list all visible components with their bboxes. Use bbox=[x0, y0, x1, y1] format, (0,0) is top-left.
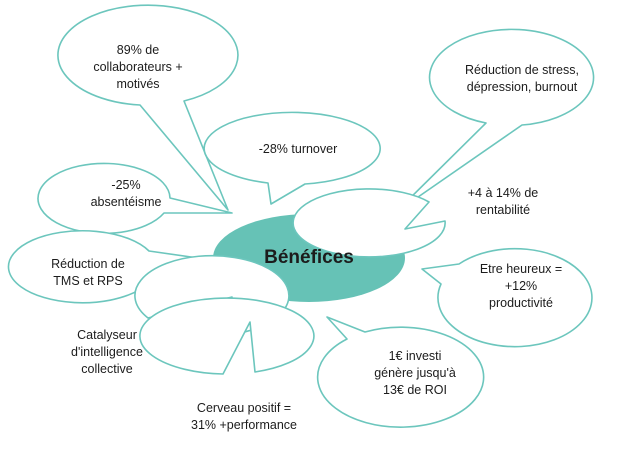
bubble-line: Etre heureux = bbox=[479, 261, 563, 276]
bubble-line: rentabilité bbox=[475, 203, 531, 217]
bubble-line: d'intelligence bbox=[71, 344, 143, 359]
bubble-line: 1€ investi bbox=[388, 348, 442, 363]
bubble-line: motivés bbox=[116, 76, 160, 91]
bubble-collective-intelligence-text: Catalyseur d'intelligence collective bbox=[30, 325, 184, 379]
bubble-line: +12% bbox=[504, 278, 538, 293]
bubble-line: dépression, burnout bbox=[466, 80, 578, 94]
bubble-line: 89% de bbox=[116, 42, 160, 57]
bubble-line: collaborateurs + bbox=[93, 59, 183, 74]
bubble-line: génère jusqu'à bbox=[374, 365, 456, 380]
center-label: Bénéfices bbox=[264, 247, 354, 268]
bubble-positive-brain-text: Cerveau positif = 31% +performance bbox=[157, 398, 331, 436]
speech-bubble-motivation bbox=[57, 4, 239, 211]
bubble-line: Réduction de stress, bbox=[465, 63, 579, 77]
bubble-line: Réduction de bbox=[51, 257, 125, 271]
bubble-profitability-text: +4 à 14% de rentabilité bbox=[427, 183, 579, 221]
bubble-line: productivité bbox=[489, 295, 553, 310]
speech-bubble-profitability bbox=[292, 188, 446, 258]
speech-bubble-tms-rps bbox=[7, 229, 213, 304]
bubble-stress-text: Réduction de stress, dépression, burnout bbox=[440, 60, 604, 98]
speech-bubble-turnover bbox=[203, 111, 381, 205]
speech-bubble-absenteeism bbox=[37, 162, 233, 235]
bubble-tms-rps-text: Réduction de TMS et RPS bbox=[14, 254, 162, 292]
bubble-line: TMS et RPS bbox=[53, 274, 123, 288]
speech-bubble-positive-brain bbox=[139, 297, 315, 375]
bubble-line: absentéisme bbox=[90, 195, 162, 209]
bubble-line: 31% +performance bbox=[191, 418, 297, 432]
bubble-line: Catalyseur bbox=[77, 327, 137, 342]
bubble-motivation-text: 89% de collaborateurs + motivés bbox=[50, 40, 226, 94]
bubble-happiness-text: Etre heureux = +12% productivité bbox=[444, 259, 598, 313]
bubble-line: collective bbox=[81, 361, 133, 376]
speech-bubble-roi bbox=[316, 316, 485, 428]
bubble-line: 13€ de ROI bbox=[383, 382, 447, 397]
bubble-line: -28% turnover bbox=[258, 141, 338, 156]
bubble-line: Cerveau positif = bbox=[196, 401, 292, 415]
bubble-line: -25% bbox=[111, 178, 141, 192]
speech-bubble-stress bbox=[394, 28, 595, 214]
speech-bubble-happiness bbox=[421, 247, 593, 348]
bubble-roi-text: 1€ investi génère jusqu'à 13€ de ROI bbox=[332, 346, 498, 400]
bubble-absenteeism-text: -25% absentéisme bbox=[60, 175, 192, 213]
bubble-line: +4 à 14% de bbox=[467, 186, 539, 200]
bubble-turnover-text: -28% turnover bbox=[210, 138, 386, 160]
